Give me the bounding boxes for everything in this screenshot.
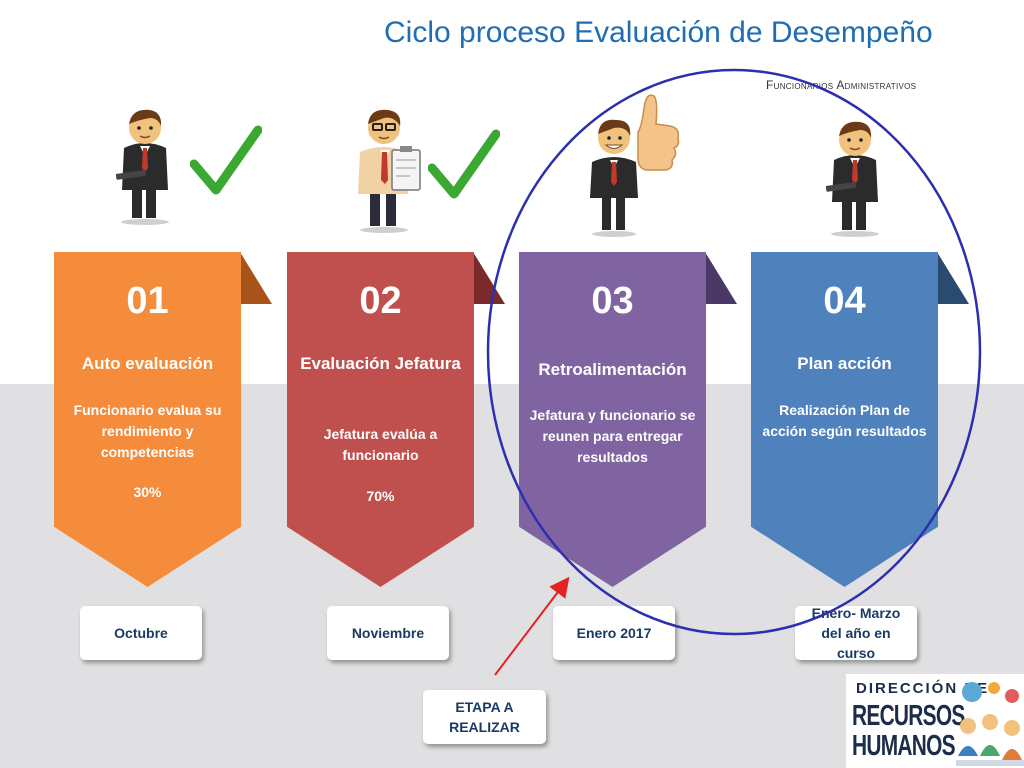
page-title: Ciclo proceso Evaluación de Desempeño — [384, 16, 933, 49]
current-stage-label: ETAPA A REALIZAR — [423, 690, 546, 744]
step-title: Plan acción — [797, 354, 892, 373]
page-subtitle: Funcionarios Administrativos — [766, 78, 917, 92]
date-box-octubre: Octubre — [80, 606, 202, 660]
date-box-noviembre: Noviembre — [327, 606, 449, 660]
step-number: 01 — [126, 280, 169, 322]
logo-line-2: RECURSOS — [852, 700, 965, 732]
businessman-thumbs-up-icon — [590, 94, 680, 237]
date-box-enero-marzo: Enero- Marzo del año en curso — [795, 605, 917, 661]
step-card-02: 02 Evaluación Jefatura Jefatura evalúa a… — [287, 252, 505, 587]
checkmark-icon — [428, 129, 500, 199]
businessman-tablet-icon — [115, 109, 169, 225]
logo-line-1: DIRECCIÓN DE — [856, 680, 990, 697]
step-percent: 70% — [366, 488, 395, 504]
step-description: Funcionario evalua su rendimiento y comp… — [73, 402, 222, 460]
step-description: Jefatura y funcionario se reunen para en… — [529, 407, 696, 465]
step-fold — [937, 252, 969, 304]
step-body — [287, 252, 474, 587]
step-fold — [473, 252, 505, 304]
businessman-tablet-icon — [825, 121, 879, 237]
step-fold — [705, 252, 737, 304]
step-title: Retroalimentación — [538, 360, 687, 379]
checkmark-icon — [190, 125, 262, 195]
step-body — [54, 252, 241, 587]
step-number: 04 — [823, 280, 866, 322]
step-title: Evaluación Jefatura — [300, 354, 461, 373]
step-description: Jefatura evalúa a funcionario — [323, 426, 438, 463]
step-number: 03 — [591, 280, 634, 322]
businessman-clipboard-icon — [358, 109, 421, 233]
date-box-enero: Enero 2017 — [553, 606, 675, 660]
logo-people-icon — [956, 682, 1024, 766]
step-fold — [240, 252, 272, 304]
recursos-humanos-logo: DIRECCIÓN DE RECURSOS HUMANOS — [846, 674, 1024, 768]
logo-line-3: HUMANOS — [852, 730, 956, 762]
step-card-04: 04 Plan acción Realización Plan de acció… — [751, 252, 969, 587]
step-card-03: 03 Retroalimentación Jefatura y funciona… — [519, 252, 737, 587]
step-description: Realización Plan de acción según resulta… — [762, 402, 927, 439]
step-percent: 30% — [133, 484, 162, 500]
step-title: Auto evaluación — [81, 354, 214, 373]
step-number: 02 — [359, 280, 402, 322]
step-card-01: 01 Auto evaluación Funcionario evalua su… — [54, 252, 272, 587]
